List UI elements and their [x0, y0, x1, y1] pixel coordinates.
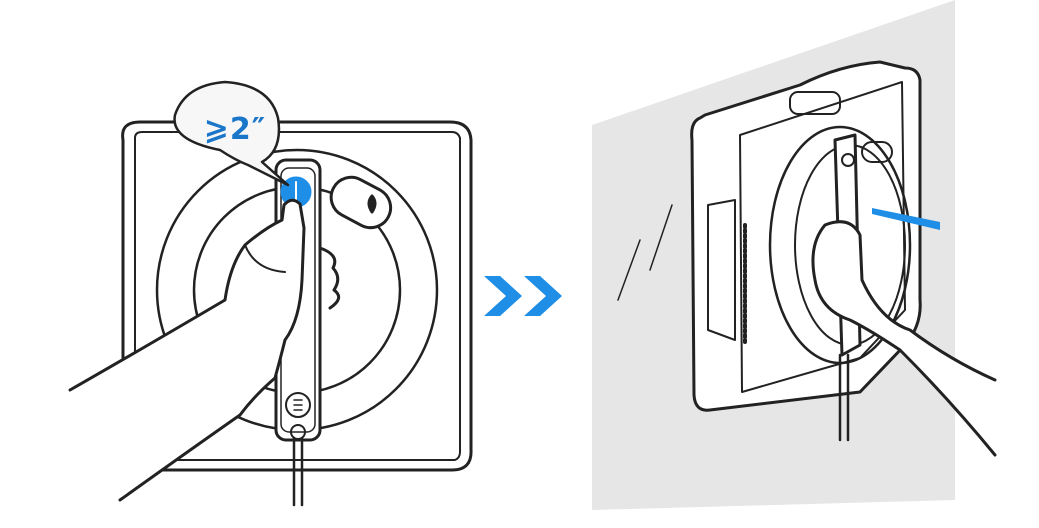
- motion-arrow-icon: [872, 208, 940, 230]
- robot-side-view: [592, 0, 997, 510]
- distance-callout-label: ⩾2″: [203, 112, 267, 147]
- next-step-chevrons-icon: [484, 276, 562, 316]
- water-drop-icon: [367, 194, 377, 214]
- brand-logo-icon: [285, 392, 311, 418]
- robot-front-view: [68, 120, 473, 507]
- callout-bubble: [173, 80, 290, 187]
